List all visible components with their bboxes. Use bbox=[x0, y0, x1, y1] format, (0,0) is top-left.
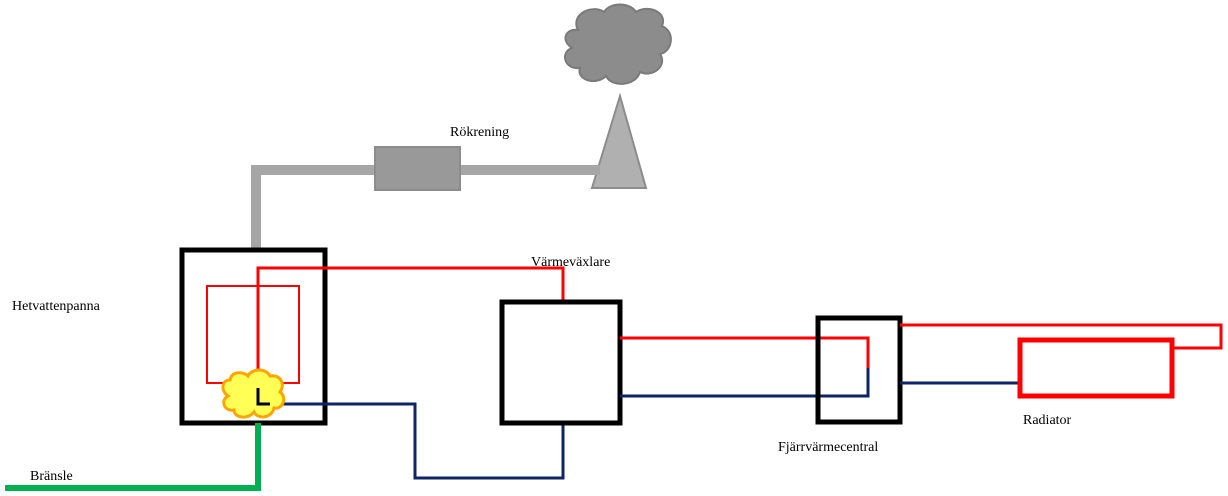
heat-exchanger-label: Värmeväxlare bbox=[531, 255, 610, 270]
chimney-icon bbox=[590, 92, 648, 189]
boiler-label: Hetvattenpanna bbox=[12, 299, 101, 314]
flame-icon bbox=[221, 368, 286, 419]
boiler-supply-line bbox=[256, 266, 565, 400]
flue-gas-pipe bbox=[251, 165, 600, 250]
flue-gas-cleaning-unit bbox=[374, 146, 461, 191]
fuel-label: Bränsle bbox=[30, 469, 73, 484]
smoke-cloud-icon bbox=[564, 3, 672, 85]
boiler-return-line bbox=[258, 402, 565, 480]
district-return-line bbox=[620, 368, 870, 398]
flue-gas-cleaning-label: Rökrening bbox=[450, 125, 509, 140]
fuel-line bbox=[5, 423, 261, 491]
district-heating-substation bbox=[815, 315, 903, 425]
radiator bbox=[1017, 337, 1175, 399]
district-supply-line bbox=[620, 336, 870, 368]
flame-outlet-line bbox=[256, 388, 270, 406]
heat-exchanger bbox=[499, 299, 623, 426]
radiator-supply-line bbox=[900, 323, 1223, 350]
boiler-heating-coil bbox=[206, 285, 300, 384]
boiler bbox=[179, 247, 328, 426]
radiator-label: Radiator bbox=[1023, 413, 1072, 428]
substation-label: Fjärrvärmecentral bbox=[778, 440, 878, 455]
